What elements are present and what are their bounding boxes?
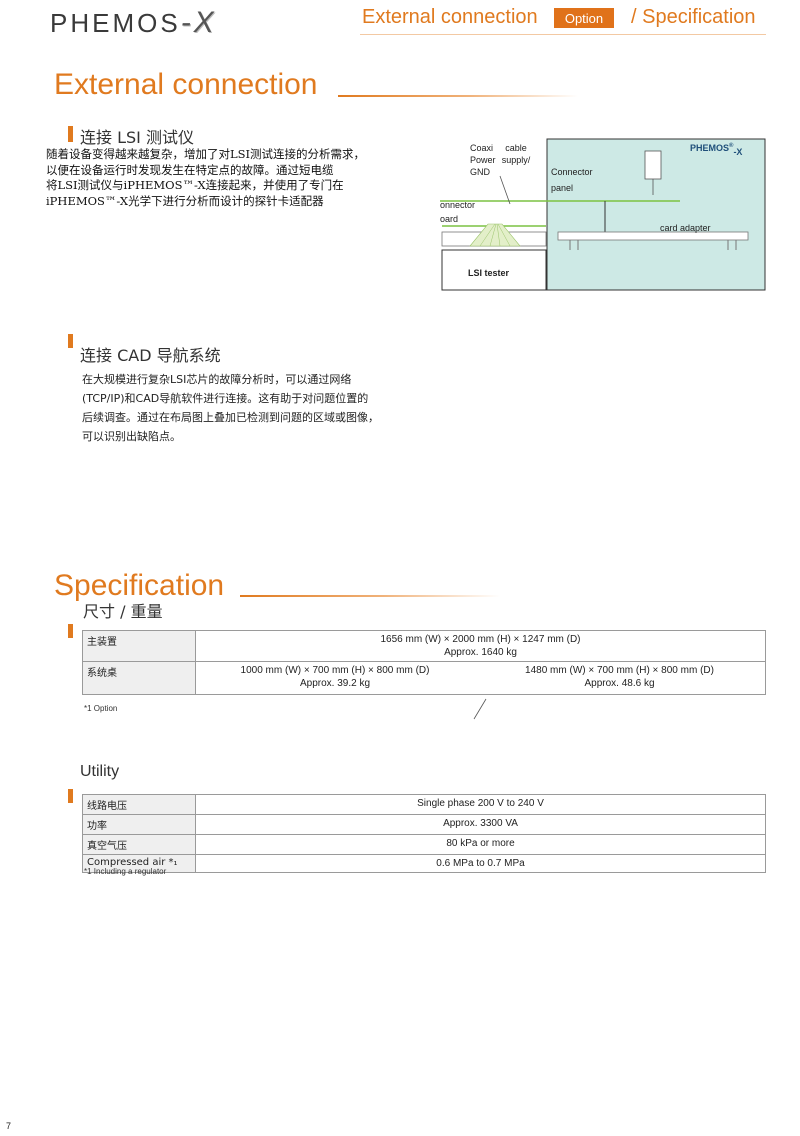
specification-title: Specification [54,569,225,602]
connection-diagram: PHEMOS®-X Coaxi Power GND cable supply/ … [440,138,768,294]
cad-subtitle: 连接 CAD 导航系统 [80,346,221,365]
slash-mark [473,698,487,720]
table-row: 真空气压 80 kPa or more [82,834,766,855]
card-adapter [557,231,749,241]
card-adapter-label: card adapter [660,223,711,233]
power-label: Power [470,155,496,165]
row-label: Compressed air *₁ [82,854,196,873]
row-label: 真空气压 [82,834,196,855]
supply-label: supply/ [501,155,531,165]
dims-footnote: *1 Option [84,704,118,713]
table-row: 线路电压 Single phase 200 V to 240 V [82,794,766,815]
row-label: 系统桌 [82,661,196,695]
section-marker [68,624,73,638]
lsi-tester-box [441,249,547,291]
row-value: Approx. 3300 VA [195,814,766,835]
desk-small-weight: Approx. 39.2 kg [299,678,371,689]
lsi-line: iPHEMOS™-X光学下进行分析而设计的探针卡适配器 [46,193,324,208]
cable-label: cable [505,143,527,153]
connector-panel-line-2: panel [551,183,574,193]
row-value: 80 kPa or more [195,834,766,855]
row-value: 1000 mm (W) × 700 mm (H) × 800 mm (D) Ap… [195,661,474,695]
table-row: 系统桌 1000 mm (W) × 700 mm (H) × 800 mm (D… [82,661,766,695]
lsi-tester-label: LSI tester [468,268,510,278]
lsi-line: 将LSI测试仪与iPHEMOS™-X连接起来，并使用了专门在 [46,178,344,192]
phemos-port [644,150,662,180]
external-connection-title: External connection [54,68,318,101]
cad-line: 可以识别出缺陷点。 [82,430,181,443]
utility-footnote: *1 Including a regulator [84,867,167,876]
header-nav-specification: / Specification [631,6,756,28]
lsi-subtitle: 连接 LSI 测试仪 [80,128,194,147]
logo-text: PHEMOS [50,8,181,38]
row-label: 线路电压 [82,794,196,815]
diagram-graphic [440,138,766,291]
desk-small-dimensions: 1000 mm (W) × 700 mm (H) × 800 mm (D) [240,665,430,676]
brand-logo: PHEMOS-X [50,6,217,40]
row-value: 1656 mm (W) × 2000 mm (H) × 1247 mm (D) … [195,630,766,662]
header-nav-external: External connection [362,6,538,28]
desk-large-dimensions: 1480 mm (W) × 700 mm (H) × 800 mm (D) [525,665,714,676]
probe-fan [469,223,521,247]
section-marker [68,126,73,142]
row-value: 0.6 MPa to 0.7 MPa [195,854,766,873]
title-underline [240,595,500,597]
dimensions-table: 主装置 1656 mm (W) × 2000 mm (H) × 1247 mm … [82,630,766,695]
option-badge: Option [554,8,614,28]
connector-board-line-1: onnector [440,200,476,210]
table-row: 功率 Approx. 3300 VA [82,814,766,835]
connector-board-line-2: oard [440,214,459,224]
cad-line: (TCP/IP)和CAD导航软件进行连接。这有助于对问题位置的 [82,392,369,405]
phemos-suffix: -X [733,147,743,157]
phemos-label-text: PHEMOS [690,143,730,153]
coax-power-gnd-labels: Coaxi Power GND [470,142,500,178]
row-label: 功率 [82,814,196,835]
lsi-line: 以便在设备运行时发现发生在特定点的故障。通过短电缆 [46,162,334,177]
logo-suffix: -X [180,6,217,39]
cad-line: 在大规模进行复杂LSI芯片的故障分析时，可以通过网络 [82,373,352,386]
table-row: Compressed air *₁ 0.6 MPa to 0.7 MPa [82,854,766,873]
gnd-label: GND [470,167,490,177]
connector-board-label: onnector oard [440,198,475,226]
section-marker [68,334,73,348]
phemos-label: PHEMOS®-X [690,140,743,157]
title-underline [338,95,578,97]
main-unit-weight: Approx. 1640 kg [444,647,517,658]
connector-panel-label: Connector panel [551,166,593,194]
table-row: 主装置 1656 mm (W) × 2000 mm (H) × 1247 mm … [82,630,766,662]
section-marker [68,789,73,803]
lsi-description: 随着设备变得越来越复杂，增加了对LSI测试连接的分析需求， 以便在设备运行时发现… [46,147,426,209]
connector-panel-line-1: Connector [551,167,593,177]
main-unit-dimensions: 1656 mm (W) × 2000 mm (H) × 1247 mm (D) [380,634,581,645]
dims-subtitle: 尺寸 / 重量 [83,602,163,621]
desk-large-weight: Approx. 48.6 kg [584,678,655,689]
utility-title: Utility [80,763,120,780]
row-value: 1480 mm (W) × 700 mm (H) × 800 mm (D) Ap… [474,661,766,695]
row-value: Single phase 200 V to 240 V [195,794,766,815]
header-divider [360,34,766,35]
row-label: 主装置 [82,630,196,662]
phemos-reg-mark: ® [729,143,734,149]
lsi-line: 随着设备变得越来越复杂，增加了对LSI测试连接的分析需求， [46,147,366,161]
coax-label: Coaxi [470,143,494,153]
page-number: 7 [6,1121,12,1131]
utility-table: 线路电压 Single phase 200 V to 240 V 功率 Appr… [82,794,766,873]
cable-supply-label: cable supply/ [500,142,532,166]
cad-line: 后续调查。通过在布局图上叠加已检测到问题的区域或图像， [82,411,379,424]
cad-description: 在大规模进行复杂LSI芯片的故障分析时，可以通过网络 (TCP/IP)和CAD导… [82,370,412,446]
